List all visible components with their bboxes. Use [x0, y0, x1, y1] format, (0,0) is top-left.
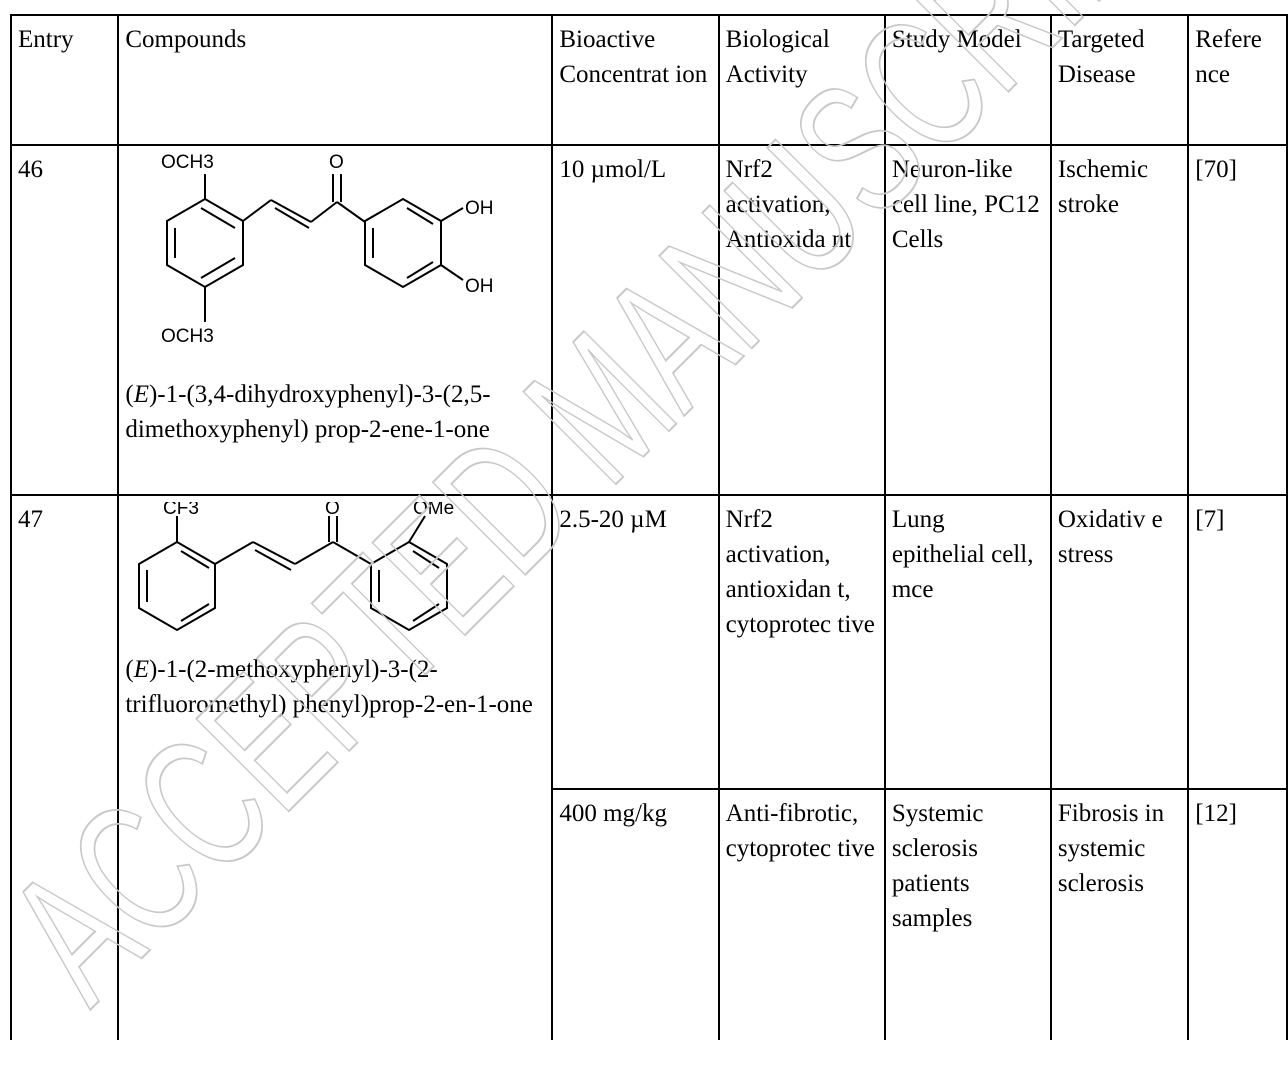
compound-cell: OCH3 O OH OH OCH3 (E)-1-(3,4-dihydroxyph… [117, 144, 554, 496]
disease-cell: Oxidativ e stress [1049, 494, 1190, 790]
label-ketone-o: O [329, 152, 344, 173]
header-disease: Targeted Disease [1049, 14, 1190, 146]
disease-cell: Ischemic stroke [1049, 144, 1190, 496]
structure-47: CF3 O OMe [138, 502, 455, 632]
table-row: 400 mg/kg Anti-fibrotic, cytoprotec tive… [11, 788, 1288, 1040]
compound-name: (E)-1-(2-methoxyphenyl)-3-(2-trifluorome… [125, 656, 533, 718]
concentration-cell: 2.5-20 µM [551, 494, 720, 790]
label-oh-top: OH [465, 198, 494, 219]
label-oh-bottom: OH [465, 276, 494, 297]
table-row: 46 [9, 144, 1288, 496]
header-entry: Entry [9, 14, 120, 146]
label-ketone-o: O [325, 502, 340, 519]
reference-cell: [7] [1187, 494, 1288, 790]
header-activity: Biological Activity [717, 14, 886, 146]
data-table: Entry Compounds Bioactive Concentrat ion… [9, 14, 1288, 1040]
activity-cell: Nrf2 activation, antioxidan t, cytoprote… [717, 494, 886, 790]
header-compounds: Compounds [117, 14, 554, 146]
structure-46: OCH3 O OH OH OCH3 [161, 152, 494, 347]
header-reference: Refere nce [1187, 14, 1288, 146]
entry-cell: 46 [9, 144, 120, 496]
label-cf3: CF3 [163, 502, 199, 519]
label-och3-bottom: OCH3 [161, 326, 214, 347]
activity-cell: Anti-fibrotic, cytoprotec tive [717, 788, 886, 1040]
model-cell: Systemic sclerosis patients samples [883, 788, 1052, 1040]
reference-cell: [70] [1187, 144, 1288, 496]
concentration-cell: 400 mg/kg [551, 788, 720, 1040]
activity-cell: Nrf2 activation, Antioxida nt [717, 144, 886, 496]
label-och3-top: OCH3 [161, 152, 214, 173]
header-model: Study Model [883, 14, 1052, 146]
reference-cell: [12] [1187, 788, 1288, 1040]
header-concentration: Bioactive Concentrat ion [551, 14, 720, 146]
header-row: Entry Compounds Bioactive Concentrat ion… [9, 14, 1288, 146]
model-cell: Lung epithelial cell, mce [883, 494, 1052, 790]
disease-cell: Fibrosis in systemic sclerosis [1049, 788, 1190, 1040]
label-ome: OMe [413, 502, 454, 519]
entry-cell: 47 [9, 494, 120, 1040]
concentration-cell: 10 µmol/L [551, 144, 720, 496]
table-row: 47 [9, 494, 1288, 1040]
compound-name: (E)-1-(3,4-dihydroxyphenyl)-3-(2,5-dimet… [125, 381, 491, 443]
compound-cell: CF3 O OMe (E)-1-(2-methoxyphenyl)-3-(2-t… [117, 494, 554, 1040]
model-cell: Neuron-like cell line, PC12 Cells [883, 144, 1052, 496]
